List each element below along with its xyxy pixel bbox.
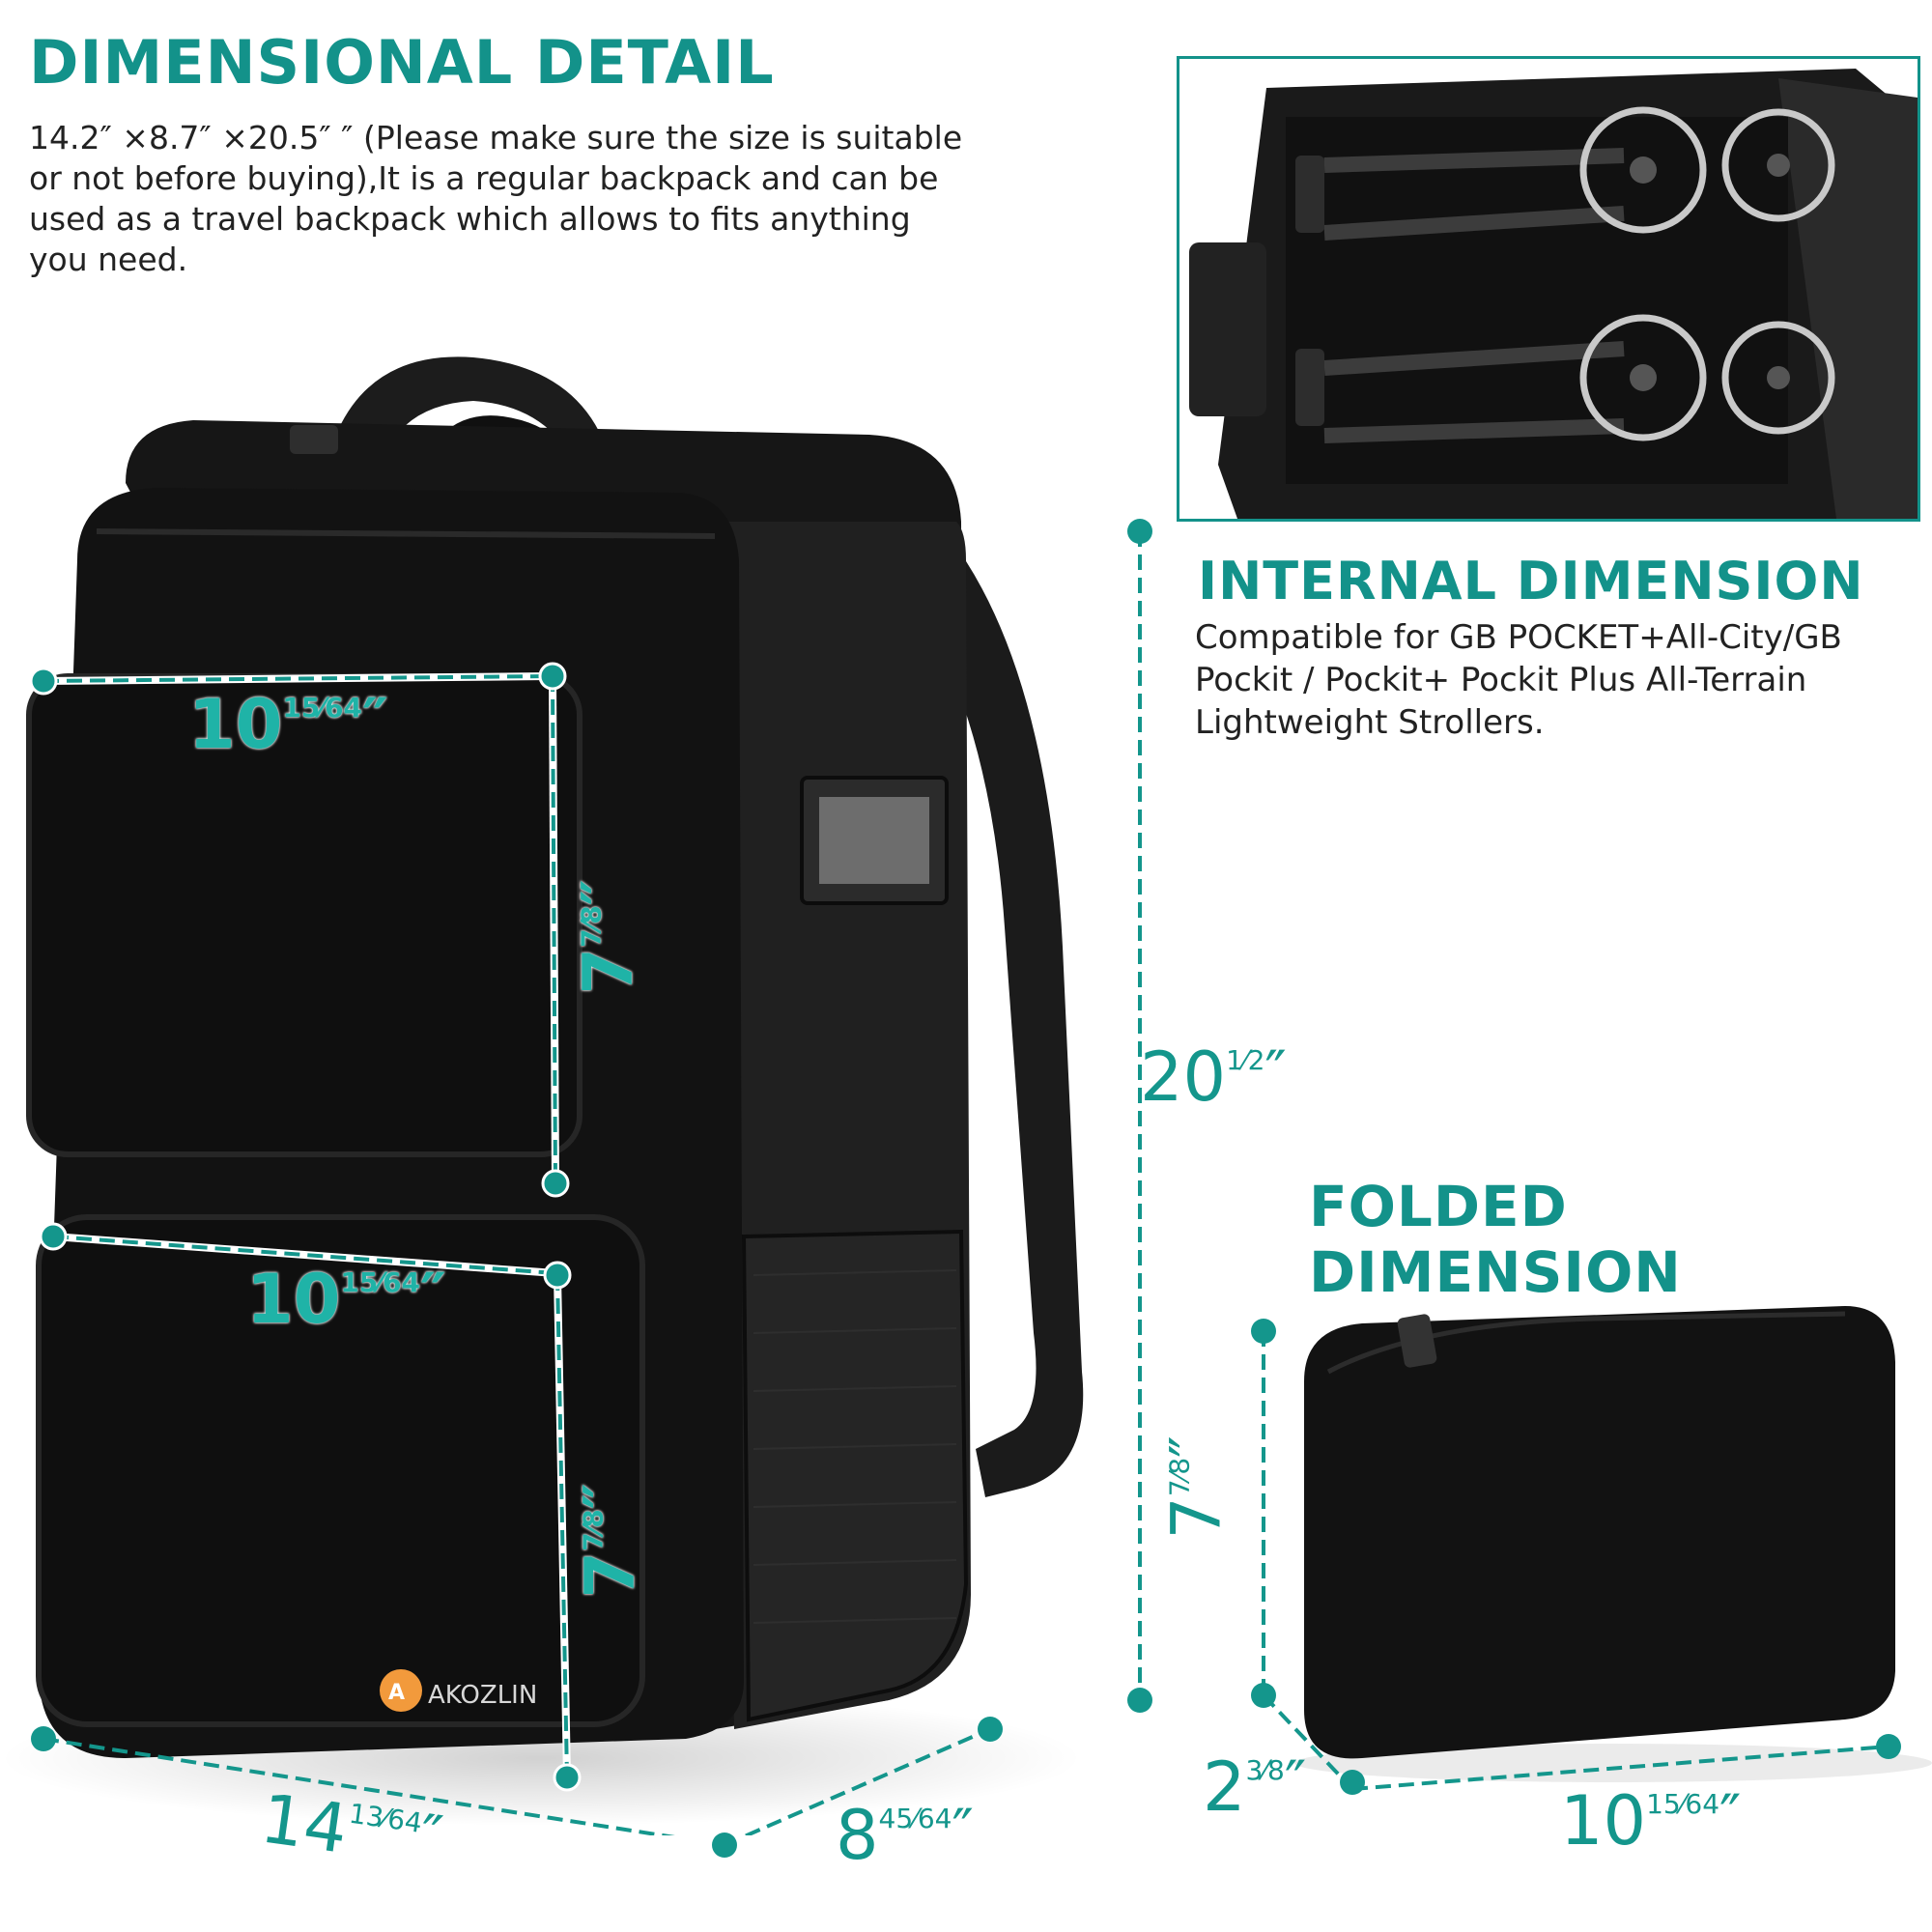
- folded-bag-illustration: [1251, 1306, 1932, 1795]
- internal-dimension-description: Compatible for GB POCKET+All-City/GB Poc…: [1195, 618, 1842, 742]
- brand-name: AKOZLIN: [428, 1681, 537, 1710]
- page-title: DIMENSIONAL DETAIL: [29, 27, 775, 98]
- brand-logo-icon: [380, 1669, 422, 1712]
- top-pocket-width-label: 1015⁄64″: [188, 685, 388, 764]
- bottom-pocket-height-label: 77⁄8″: [570, 1483, 650, 1599]
- top-pocket-height-label: 77⁄8″: [568, 879, 648, 995]
- measure-dot: [712, 1833, 737, 1858]
- height-measure-line: [1127, 519, 1152, 1713]
- backpack-height-label: 201⁄2″: [1140, 1037, 1287, 1117]
- stroller-in-bag-illustration: [1189, 69, 1918, 519]
- folded-width-label: 1015⁄64″: [1560, 1781, 1742, 1861]
- size-description: 14.2″ ×8.7″ ×20.5″ ″ (Please make sure t…: [29, 119, 963, 278]
- folded-depth-label: 23⁄8″: [1203, 1747, 1307, 1827]
- folded-dimension-title: FOLDED DIMENSION: [1309, 1174, 1682, 1305]
- internal-dimension-title: INTERNAL DIMENSION: [1198, 551, 1864, 611]
- backpack-depth-label: 845⁄64″: [836, 1796, 974, 1875]
- backpack-illustration: A AKOZLIN: [0, 356, 1084, 1835]
- svg-text:A: A: [388, 1681, 405, 1705]
- folded-height-label: 77⁄8″: [1156, 1435, 1236, 1540]
- internal-photo-frame: [1177, 56, 1920, 522]
- bottom-pocket-width-label: 1015⁄64″: [246, 1260, 446, 1339]
